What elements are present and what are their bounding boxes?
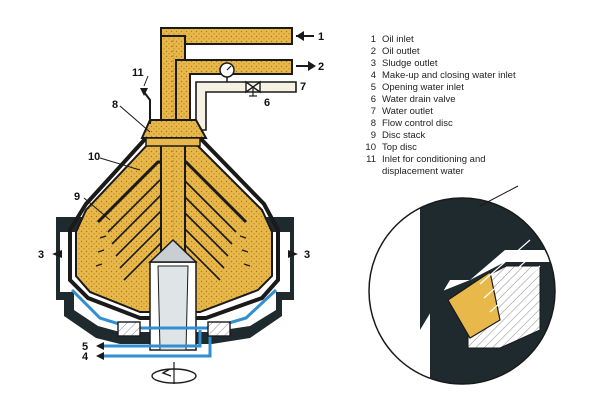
legend-label-10: Top disc	[382, 142, 417, 153]
legend-num-6: 6	[371, 94, 376, 105]
legend-num-4: 4	[371, 70, 376, 81]
bearings	[117, 321, 231, 337]
pressure-gauge-icon	[219, 62, 235, 82]
legend: 1 Oil inlet 2 Oil outlet 3 Sludge outlet…	[365, 34, 516, 177]
callout-4: 4	[82, 351, 89, 363]
legend-label-3: Sludge outlet	[382, 58, 438, 69]
outlet-arrow-icon	[296, 61, 316, 71]
legend-label-1: Oil inlet	[382, 34, 414, 45]
callout-3-left: 3	[38, 249, 44, 261]
legend-label-5: Opening water inlet	[382, 82, 464, 93]
legend-num-10: 10	[365, 142, 376, 153]
legend-label-9: Disc stack	[382, 130, 426, 141]
legend-num-1: 1	[371, 34, 376, 45]
conditioning-inlet	[140, 88, 151, 124]
legend-num-9: 9	[371, 130, 376, 141]
legend-label-2: Oil outlet	[382, 46, 420, 57]
legend-num-11: 11	[366, 154, 376, 165]
legend-num-3: 3	[371, 58, 376, 69]
water-inlet-arrow-icons	[96, 342, 104, 360]
legend-label-8: Flow control disc	[382, 118, 453, 129]
callout-8: 8	[112, 99, 118, 111]
legend-num-8: 8	[371, 118, 376, 129]
legend-label-7: Water outlet	[382, 106, 433, 117]
callout-7: 7	[300, 81, 306, 93]
callout-9: 9	[74, 191, 80, 203]
valve-icon	[245, 80, 261, 97]
callout-6: 6	[264, 97, 270, 109]
oil-inlet-pipe	[160, 27, 293, 45]
inlet-arrow-icon	[296, 31, 314, 41]
callout-5: 5	[82, 341, 88, 353]
legend-label-11-line2: displacement water	[382, 166, 464, 177]
callout-3-right: 3	[304, 249, 310, 261]
separator-assembly: 1 2 7 6 11 8 10 9 3 3 5 4	[38, 27, 324, 384]
legend-num-2: 2	[371, 46, 376, 57]
legend-num-5: 5	[371, 82, 376, 93]
rotation-arrow-icon	[151, 362, 197, 384]
callout-11: 11	[132, 67, 144, 79]
callout-1: 1	[318, 31, 324, 43]
legend-num-7: 7	[371, 106, 376, 117]
spindle	[148, 238, 198, 351]
legend-label-4: Make-up and closing water inlet	[382, 70, 516, 81]
flow-control-disc	[140, 119, 208, 147]
leader-lines	[83, 75, 151, 221]
water-channels	[70, 288, 278, 358]
sludge-arrow-icons	[52, 250, 298, 258]
callout-10: 10	[88, 151, 100, 163]
callout-2: 2	[318, 61, 324, 73]
detail-view	[368, 185, 556, 385]
legend-label-11: Inlet for conditioning and	[382, 154, 486, 165]
legend-label-6: Water drain valve	[382, 94, 456, 105]
